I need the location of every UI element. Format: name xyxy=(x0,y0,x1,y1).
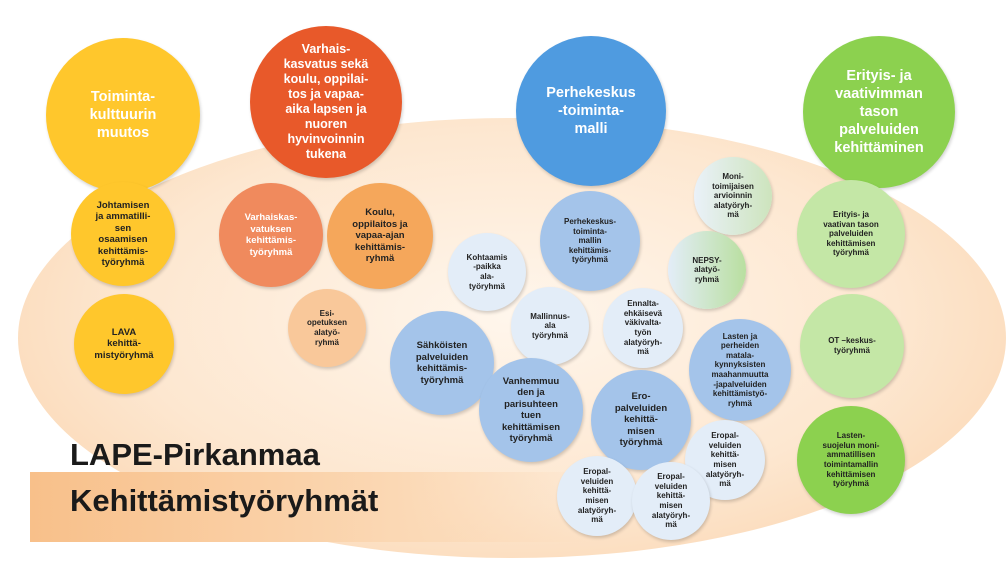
circle-toimintakulttuuri: Toiminta- kulttuurin muutos xyxy=(46,38,200,192)
circle-eropalveluiden-label: Ero- palveluiden kehittä- misen työryhmä xyxy=(614,391,668,449)
circle-erityis-ryhma: Erityis- ja vaativan tason palveluiden k… xyxy=(797,180,905,288)
circle-johtamisen-label: Johtamisen ja ammatilli- sen osaamisen k… xyxy=(95,199,151,269)
circle-vanhemmuuden: Vanhemmuu den ja parisuhteen tuen kehitt… xyxy=(479,358,583,462)
circle-ennaltaehkaiseva-label: Ennalta- ehkäisevä väkivalta- työn alaty… xyxy=(623,299,663,357)
circle-kohtaamispaikka-label: Kohtaamis -paikka ala- työryhmä xyxy=(466,252,508,291)
circle-eropal-ala-3: Eropal- veluiden kehittä- misen alatyöry… xyxy=(632,462,710,540)
circle-varhaiskasvatus: Varhais- kasvatus sekä koulu, oppilai- t… xyxy=(250,26,402,178)
circle-nepsy: NEPSY- alatyö- ryhmä xyxy=(668,231,746,309)
circle-ot-keskus: OT –keskus- työryhmä xyxy=(800,294,904,398)
circle-perhekeskus-label: Perhekeskus -toiminta- malli xyxy=(546,85,636,137)
circle-eropal-ala-2: Eropal- veluiden kehittä- misen alatyöry… xyxy=(557,456,637,536)
circle-nepsy-label: NEPSY- alatyö- ryhmä xyxy=(692,255,722,284)
circle-kohtaamispaikka: Kohtaamis -paikka ala- työryhmä xyxy=(448,233,526,311)
circle-erityis-ryhma-label: Erityis- ja vaativan tason palveluiden k… xyxy=(823,210,879,258)
circle-vanhemmuuden-label: Vanhemmuu den ja parisuhteen tuen kehitt… xyxy=(501,375,561,445)
title-line-2: Kehittämistyöryhmät xyxy=(70,483,379,518)
circle-eropalveluiden: Ero- palveluiden kehittä- misen työryhmä xyxy=(591,370,691,470)
circle-esiopetuksen-label: Esi- opetuksen alatyö- ryhmä xyxy=(306,308,347,347)
circle-lastensuojelu: Lasten- suojelun moni- ammatillisen toim… xyxy=(797,406,905,514)
title-band xyxy=(30,472,590,542)
title-line-1: LAPE-Pirkanmaa xyxy=(70,437,320,472)
circle-lasten-perheiden: Lasten ja perheiden matala- kynnyksisten… xyxy=(689,319,791,421)
circle-eropal-ala-3-label: Eropal- veluiden kehittä- misen alatyöry… xyxy=(651,472,691,530)
circle-ot-keskus-label: OT –keskus- työryhmä xyxy=(828,336,876,355)
circle-varhaiskasvatuksen: Varhaiskas- vatuksen kehittämis- työryhm… xyxy=(219,183,323,287)
circle-esiopetuksen: Esi- opetuksen alatyö- ryhmä xyxy=(288,289,366,367)
circle-eropal-ala-1-label: Eropal- veluiden kehittä- misen alatyöry… xyxy=(705,431,745,489)
circle-mallinnus-label: Mallinnus- ala työryhmä xyxy=(530,311,570,340)
circle-perhekeskus-ryhma-label: Perhekeskus- toiminta- mallin kehittämis… xyxy=(563,217,617,265)
circle-erityis: Erityis- ja vaativimman tason palveluide… xyxy=(803,36,955,188)
circle-erityis-label: Erityis- ja vaativimman tason palveluide… xyxy=(834,68,924,156)
circle-eropal-ala-2-label: Eropal- veluiden kehittä- misen alatyöry… xyxy=(577,467,617,525)
circle-perhekeskus: Perhekeskus -toiminta- malli xyxy=(516,36,666,186)
circle-sahkoisten: Sähköisten palveluiden kehittämis- työry… xyxy=(390,311,494,415)
circle-lastensuojelu-label: Lasten- suojelun moni- ammatillisen toim… xyxy=(822,431,880,489)
circle-toimintakulttuuri-label: Toiminta- kulttuurin muutos xyxy=(89,89,157,141)
circle-lasten-perheiden-label: Lasten ja perheiden matala- kynnyksisten… xyxy=(711,331,769,408)
circle-koulu: Koulu, oppilaitos ja vapaa-ajan kehittäm… xyxy=(327,183,433,289)
circle-varhaiskasvatuksen-label: Varhaiskas- vatuksen kehittämis- työryhm… xyxy=(244,212,298,258)
circle-lava: LAVA kehittä- mistyöryhmä xyxy=(74,294,174,394)
circle-varhaiskasvatus-label: Varhais- kasvatus sekä koulu, oppilai- t… xyxy=(283,42,369,161)
circle-lava-label: LAVA kehittä- mistyöryhmä xyxy=(94,326,154,361)
circle-mallinnus: Mallinnus- ala työryhmä xyxy=(511,287,589,365)
circle-perhekeskus-ryhma: Perhekeskus- toiminta- mallin kehittämis… xyxy=(540,191,640,291)
circle-ennaltaehkaiseva: Ennalta- ehkäisevä väkivalta- työn alaty… xyxy=(603,288,683,368)
circle-sahkoisten-label: Sähköisten palveluiden kehittämis- työry… xyxy=(415,340,469,386)
circle-moni-toimijaisen-label: Moni- toimijaisen arvioinnin alatyöryh- … xyxy=(712,172,754,220)
diagram-title: LAPE-Pirkanmaa Kehittämistyöryhmät xyxy=(70,432,378,524)
circle-koulu-label: Koulu, oppilaitos ja vapaa-ajan kehittäm… xyxy=(352,207,408,265)
circle-johtamisen: Johtamisen ja ammatilli- sen osaamisen k… xyxy=(71,182,175,286)
circle-moni-toimijaisen: Moni- toimijaisen arvioinnin alatyöryh- … xyxy=(694,157,772,235)
